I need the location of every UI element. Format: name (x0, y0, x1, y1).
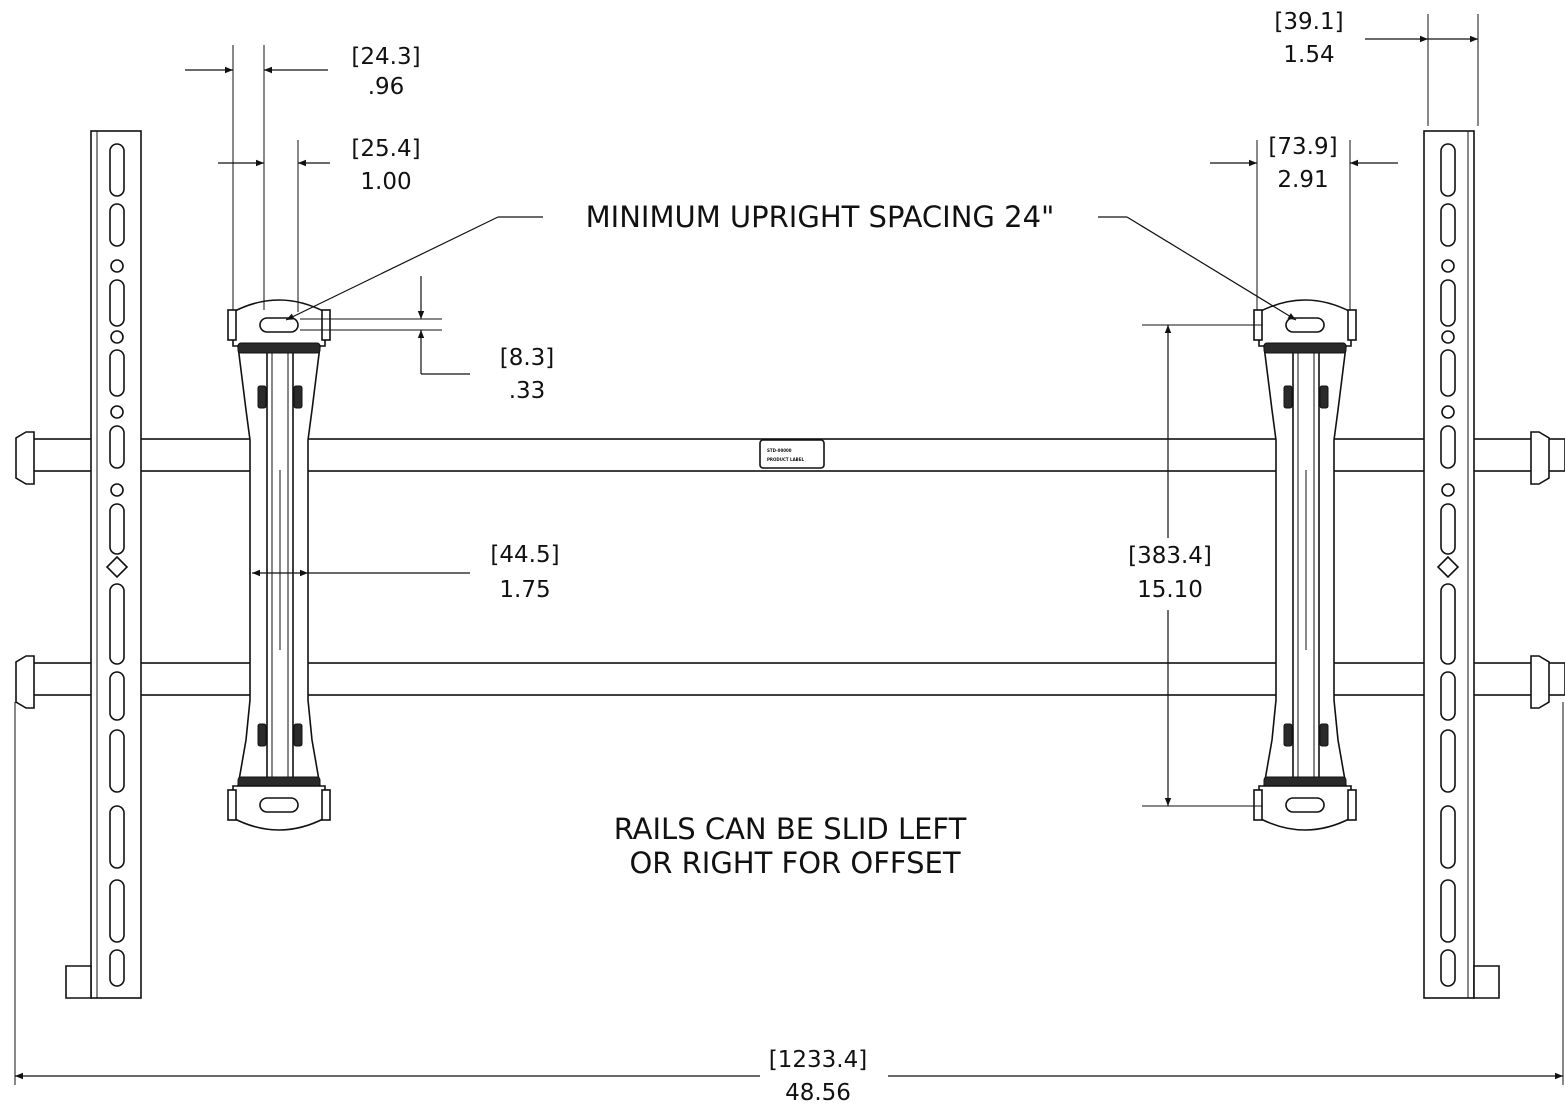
dim-rail-bracket-width-metric: [44.5] (490, 542, 559, 568)
right-upright (1423, 130, 1550, 999)
dim-slot-width: [25.4] 1.00 (218, 136, 421, 312)
dim-bracket-width-metric: [73.9] (1268, 134, 1337, 160)
dim-upright-depth-imperial: 1.54 (1283, 42, 1334, 68)
note-upright-spacing-text: MINIMUM UPRIGHT SPACING 24" (586, 200, 1055, 234)
dim-upright-depth-metric: [39.1] (1274, 9, 1343, 35)
note-upright-spacing: MINIMUM UPRIGHT SPACING 24" (285, 200, 1297, 321)
note-rails-line2: OR RIGHT FOR OFFSET (629, 846, 960, 880)
dim-slot-height-imperial: .33 (509, 378, 546, 404)
dim-rail-bracket-width: [44.5] 1.75 (252, 542, 560, 603)
note-rails-line1: RAILS CAN BE SLID LEFT (614, 812, 967, 846)
dim-slot-width-metric: [25.4] (351, 136, 420, 162)
dim-rail-bracket-width-imperial: 1.75 (499, 577, 550, 603)
dim-overall-width: [1233.4] 48.56 (14, 702, 1564, 1106)
product-label-line1: STD-00000 (767, 448, 792, 453)
dim-bracket-width: [73.9] 2.91 (1210, 134, 1398, 310)
dim-slot-offset: [24.3] .96 (185, 44, 421, 310)
dim-slot-spacing-metric: [383.4] (1128, 543, 1212, 569)
dim-slot-offset-metric: [24.3] (351, 44, 420, 70)
dim-slot-spacing-imperial: 15.10 (1137, 577, 1203, 603)
product-label-line2: PRODUCT LABEL (767, 457, 804, 462)
dim-upright-depth: [39.1] 1.54 (1274, 9, 1479, 126)
left-upright (15, 130, 142, 999)
dim-slot-offset-imperial: .96 (368, 74, 405, 100)
dim-slot-height: [8.3] .33 (300, 276, 554, 404)
dim-slot-spacing: [383.4] 15.10 (1122, 324, 1262, 807)
note-rails-offset: RAILS CAN BE SLID LEFT OR RIGHT FOR OFFS… (614, 812, 967, 880)
dim-slot-width-imperial: 1.00 (360, 169, 411, 195)
dim-bracket-width-imperial: 2.91 (1277, 167, 1328, 193)
left-bracket (227, 299, 331, 831)
right-bracket (1253, 299, 1357, 831)
product-label-plate: STD-00000 PRODUCT LABEL (759, 439, 825, 469)
dim-slot-height-metric: [8.3] (500, 345, 555, 371)
dim-overall-width-metric: [1233.4] (769, 1047, 867, 1073)
dim-overall-width-imperial: 48.56 (785, 1080, 851, 1105)
